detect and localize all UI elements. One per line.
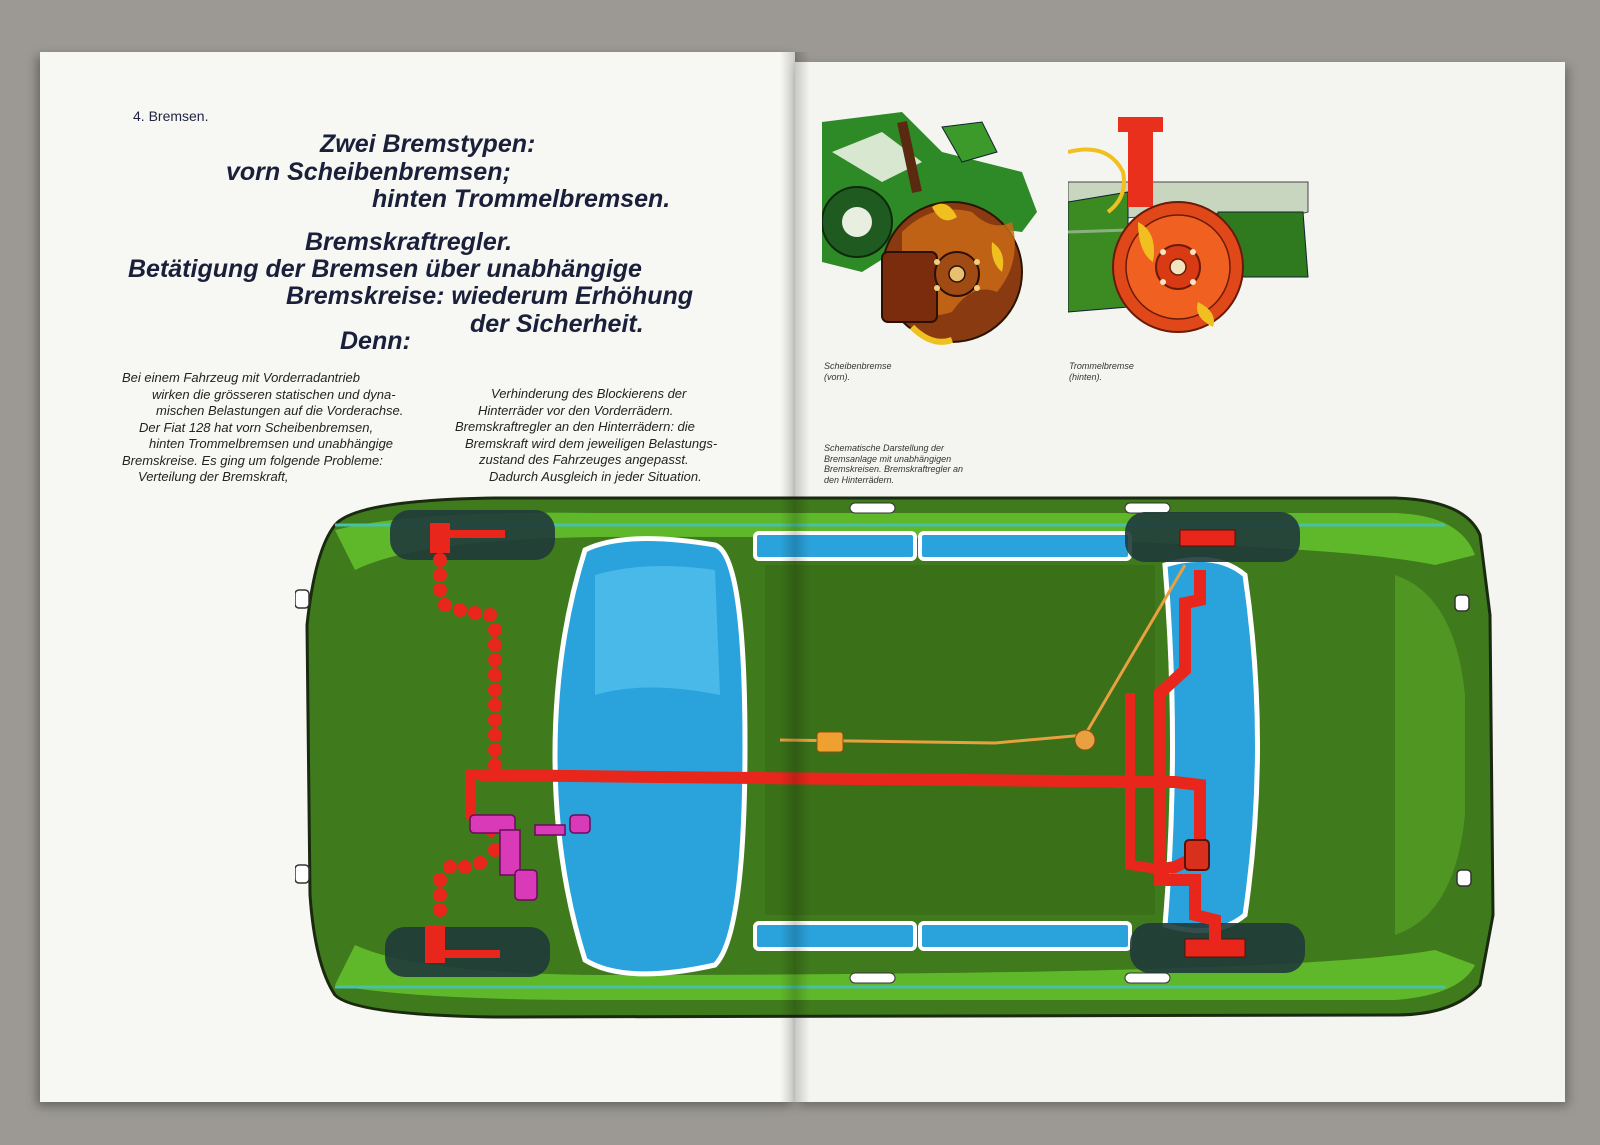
section-label: 4. Bremsen. — [133, 108, 209, 124]
body-line: Bremskraftregler an den Hinterrädern: di… — [455, 419, 695, 434]
book-gutter — [780, 52, 810, 1102]
caption-line: Schematische Darstellung der — [824, 443, 945, 453]
caption-line: Trommelbremse — [1069, 361, 1134, 371]
front-brake-lines — [433, 553, 502, 917]
body-line: Bremskreise. Es ging um folgende Problem… — [122, 452, 383, 468]
body-line: Verhinderung des Blockierens der — [491, 386, 687, 401]
brake-pressure-regulator — [1184, 839, 1210, 871]
body-line: Dadurch Ausgleich in jeder Situation. — [489, 468, 702, 484]
body-line: Verteilung der Bremskraft, — [138, 469, 289, 484]
headline-line: Betätigung der Bremsen über unabhängige — [128, 255, 642, 283]
headline-line: der Sicherheit. — [470, 310, 644, 338]
body-column-1: Bei einem Fahrzeug mit Vorderradantrieb … — [122, 370, 403, 486]
caption-schematic: Schematische Darstellung der Bremsanlage… — [824, 443, 963, 485]
headline-line: vorn Scheibenbremsen; — [226, 158, 511, 186]
body-line: mischen Belastungen auf die Vorderachse. — [156, 403, 404, 418]
body-line: wirken die grösseren statischen und dyna… — [152, 386, 396, 402]
headline-line: Bremskreise: wiederum Erhöhung — [286, 282, 694, 310]
drum-brake-illustration — [1068, 112, 1318, 347]
headline-line: Denn: — [340, 327, 411, 355]
caption-disc-brake: Scheibenbremse (vorn). — [824, 361, 892, 382]
body-line: hinten Trommelbremsen und unabhängige — [149, 436, 394, 451]
body-line: Bei einem Fahrzeug mit Vorderradantrieb — [122, 370, 360, 385]
caption-line: (vorn). — [824, 371, 851, 382]
body-line: zustand des Fahrzeuges angepasst. — [479, 452, 689, 467]
body-column-2: Verhinderung des Blockierens der Hinterr… — [455, 386, 717, 485]
disc-brake-illustration — [822, 112, 1037, 362]
headline-line: Bremskraftregler. — [305, 228, 513, 256]
caption-line: den Hinterrädern. — [824, 474, 895, 485]
car-brake-schematic — [295, 496, 1495, 1019]
rear-brake-line — [1154, 570, 1221, 940]
caption-line: Bremskreisen. Bremskraftregler an — [824, 464, 964, 474]
main-brake-line — [479, 769, 1206, 876]
caption-line: (hinten). — [1069, 371, 1103, 382]
headline-line: Zwei Bremstypen: — [320, 130, 536, 158]
caption-line: Scheibenbremse — [824, 361, 892, 371]
body-line: Der Fiat 128 hat vorn Scheibenbremsen, — [139, 419, 374, 435]
body-line: Hinterräder vor den Vorderrädern. — [478, 402, 674, 418]
caption-drum-brake: Trommelbremse (hinten). — [1069, 361, 1134, 382]
headline-line: hinten Trommelbremsen. — [372, 185, 671, 213]
body-line: Bremskraft wird dem jeweiligen Belastung… — [465, 435, 718, 451]
master-cylinder — [469, 814, 591, 901]
caption-line: Bremsanlage mit unabhängigen — [824, 453, 952, 464]
